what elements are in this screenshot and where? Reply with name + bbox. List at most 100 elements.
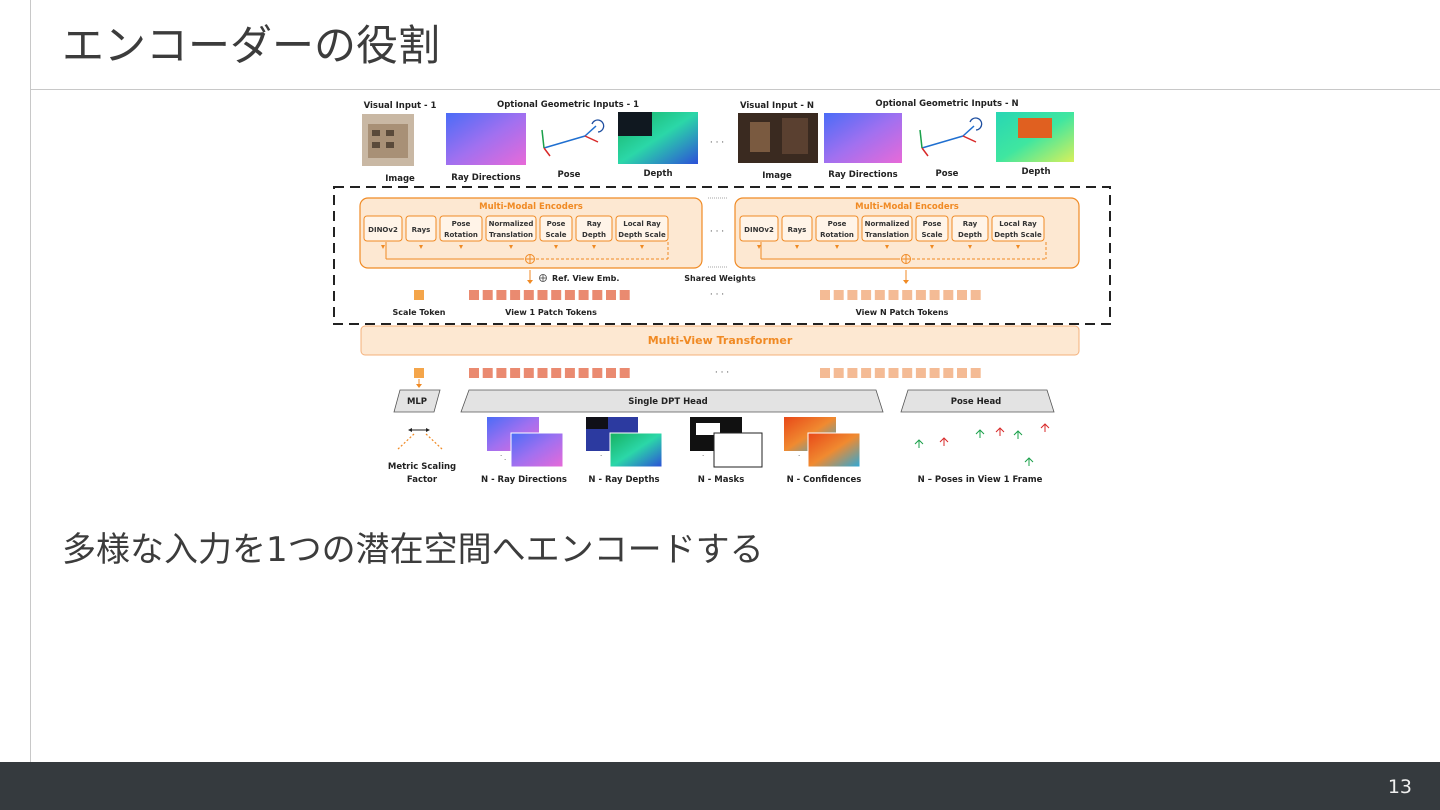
encoder-module-label: Normalized <box>489 220 534 228</box>
encoder-module-label: Depth Scale <box>618 231 666 239</box>
encoder-module-label: Pose <box>547 220 566 228</box>
caption-ray-directions-n: Ray Directions <box>828 170 897 180</box>
shared-weights-label: Shared Weights <box>684 274 756 283</box>
patch-token <box>861 290 871 300</box>
patch-token <box>847 290 857 300</box>
encoder-group-view-1: Multi-Modal Encoders DINOv2 Rays PoseRotat… <box>360 198 702 268</box>
patch-token <box>620 368 630 378</box>
svg-text:·: · <box>600 452 602 460</box>
ref-view-emb-label: Ref. View Emb. <box>552 274 619 283</box>
input-row-view-n: Visual Input - N Optional Geometric Inpu… <box>738 99 1074 181</box>
patch-token <box>579 368 589 378</box>
patch-token <box>971 290 981 300</box>
svg-text:·: · <box>798 452 800 460</box>
ray-directions-1-thumbnail <box>446 113 526 165</box>
metric-scaling-label-2: Factor <box>407 475 438 485</box>
patch-token <box>820 290 830 300</box>
patch-token <box>551 290 561 300</box>
token-ellipsis: · · · <box>710 290 724 300</box>
footer-bar: 13 <box>0 762 1440 810</box>
ray-directions-output-label: N - Ray Directions <box>481 475 567 485</box>
patch-token <box>861 368 871 378</box>
page-number: 13 <box>1388 776 1412 798</box>
patch-token <box>592 368 602 378</box>
patch-token <box>889 290 899 300</box>
top-ellipsis: · · · <box>710 138 724 148</box>
encoder-module-label: Scale <box>921 231 942 239</box>
patch-token <box>565 368 575 378</box>
slide-title: エンコーダーの役割 <box>62 12 440 73</box>
encoder-module-label: DINOv2 <box>368 226 398 234</box>
ray-depths-output: · <box>586 417 662 467</box>
caption-ray-directions-1: Ray Directions <box>451 173 520 183</box>
view-1-patch-tokens <box>469 290 630 300</box>
dpt-head-label: Single DPT Head <box>628 397 708 407</box>
patch-token <box>902 290 912 300</box>
patch-token <box>875 368 885 378</box>
view-n-output-tokens <box>820 368 981 378</box>
patch-token <box>902 368 912 378</box>
patch-token <box>483 290 493 300</box>
patch-token <box>510 368 520 378</box>
visual-input-1-label: Visual Input - 1 <box>364 101 437 111</box>
encoder-module-label: Ray <box>587 220 602 228</box>
patch-token <box>469 368 479 378</box>
patch-token <box>524 290 534 300</box>
scale-token-label: Scale Token <box>393 308 446 317</box>
encoder-module-label: Rotation <box>444 231 478 239</box>
patch-token <box>875 290 885 300</box>
encoder-module-label: Pose <box>828 220 847 228</box>
patch-token <box>943 290 953 300</box>
patch-token <box>820 368 830 378</box>
patch-token <box>538 368 548 378</box>
confidences-output: · <box>784 417 860 467</box>
ray-depths-output-label: N - Ray Depths <box>588 475 659 485</box>
encoder-module-label: Rays <box>412 226 431 234</box>
patch-token <box>496 290 506 300</box>
caption-pose-1: Pose <box>558 170 581 180</box>
patch-token <box>551 368 561 378</box>
encoder-module-label: Depth <box>958 231 982 239</box>
caption-pose-n: Pose <box>936 169 959 179</box>
patch-token <box>606 368 616 378</box>
view-n-tokens-label: View N Patch Tokens <box>856 308 949 317</box>
poses-output <box>915 424 1049 466</box>
encoder-module-label: Rays <box>788 226 807 234</box>
encoder-title-1: Multi-Modal Encoders <box>479 202 583 212</box>
patch-token <box>496 368 506 378</box>
patch-token <box>524 368 534 378</box>
patch-token <box>847 368 857 378</box>
svg-text:·: · <box>504 456 506 464</box>
left-vertical-rule <box>30 0 31 762</box>
patch-token <box>930 368 940 378</box>
encoder-module-label: Rotation <box>820 231 854 239</box>
patch-token <box>943 368 953 378</box>
architecture-diagram: Visual Input - 1 Optional Geometric Inpu… <box>330 92 1120 494</box>
title-underline-rule <box>30 89 1440 90</box>
encoder-module-label: Pose <box>452 220 471 228</box>
slide-body-text: 多様な入力を1つの潜在空間へエンコードする <box>62 522 764 571</box>
pose-axes-icon <box>542 120 604 156</box>
encoder-title-n: Multi-Modal Encoders <box>855 202 959 212</box>
encoder-module-label: Depth <box>582 231 606 239</box>
output-token-ellipsis: · · · <box>715 368 729 378</box>
view-n-patch-tokens <box>820 290 981 300</box>
patch-token <box>834 290 844 300</box>
caption-depth-1: Depth <box>643 169 672 179</box>
patch-token <box>620 290 630 300</box>
pose-axes-icon <box>920 118 982 156</box>
patch-token <box>957 368 967 378</box>
svg-text:·: · <box>702 452 704 460</box>
patch-token <box>483 368 493 378</box>
patch-token <box>579 290 589 300</box>
transformer-label: Multi-View Transformer <box>648 334 793 347</box>
caption-image-1: Image <box>385 174 415 184</box>
mlp-head-label: MLP <box>407 397 427 407</box>
scale-token <box>414 290 424 300</box>
patch-token <box>592 290 602 300</box>
patch-token <box>916 290 926 300</box>
patch-token <box>957 290 967 300</box>
metric-scaling-icon <box>398 428 442 449</box>
encoder-module-label: Pose <box>923 220 942 228</box>
encoder-module-label: Depth Scale <box>994 231 1042 239</box>
